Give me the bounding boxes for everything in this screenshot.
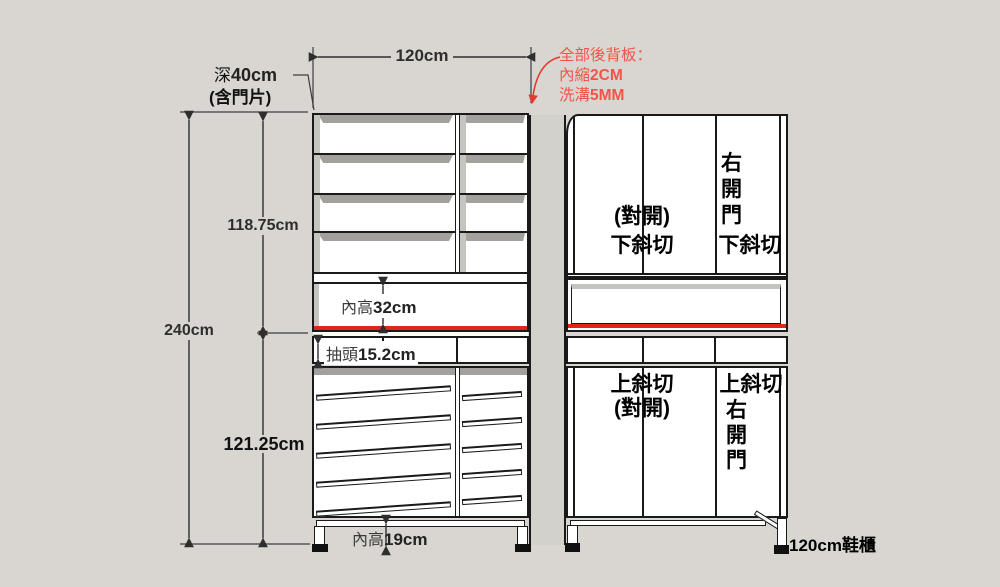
upper-double-door-label-2: 下斜切: [610, 234, 674, 257]
diagram-caption: 120cm鞋櫃: [789, 536, 876, 555]
front-open-niche: [566, 278, 788, 332]
lower-right-door-char: 開: [726, 424, 747, 447]
back-panel-note-line3: 洗溝5MM: [559, 87, 625, 104]
upper-right-door-char: 右: [721, 152, 742, 175]
tilted-shoe-shelf: [315, 414, 452, 430]
cabinet-side-panel: [529, 115, 566, 545]
upper-double-door-label-1: (對開): [614, 205, 670, 228]
lower-height-label: 121.25cm: [218, 435, 310, 453]
shelf-compartment: [314, 115, 455, 155]
center-partition: [455, 115, 460, 272]
tilted-shoe-shelf: [315, 385, 452, 401]
cabinet-leg: [314, 526, 325, 545]
countertop-shelf: [314, 272, 527, 284]
shoe-shelves-left: [315, 378, 453, 517]
drawer-height-label: 抽頭15.2cm: [324, 341, 418, 365]
upper-height-label: 118.75cm: [224, 217, 302, 235]
depth-prefix: 深: [214, 66, 231, 85]
upper-right-door-char: 門: [721, 204, 742, 227]
tilted-shoe-shelf: [461, 390, 523, 402]
upper-shelf-rows-left: [314, 115, 455, 272]
depth-label: 深40cm: [214, 61, 277, 86]
tilted-shoe-shelf: [461, 416, 523, 428]
shelf-compartment: [460, 233, 527, 272]
leg-foot: [774, 545, 789, 554]
tilted-shoe-shelf: [461, 468, 523, 480]
tilted-shoe-shelf: [315, 501, 452, 517]
lower-right-door-char: 門: [726, 449, 747, 472]
shelf-compartment: [314, 233, 455, 272]
red-highlight-line: [568, 324, 786, 328]
shelf-compartment: [460, 195, 527, 233]
drawer-divider: [456, 338, 458, 362]
door-divider: [715, 116, 717, 273]
door-divider: [642, 368, 644, 516]
cabinet-leg: [777, 518, 787, 547]
wireframe-upper-carcass: [312, 113, 529, 332]
red-highlight-line: [314, 326, 527, 330]
back-panel-note-line2: 內縮2CM: [559, 67, 623, 84]
bottom-inner-height-label: 內高19cm: [352, 530, 428, 549]
upper-shelf-rows-right: [460, 115, 527, 272]
leg-foot: [565, 543, 580, 552]
lower-right-door-label: 上斜切: [719, 373, 783, 396]
lower-top-shade: [314, 368, 527, 375]
lower-double-door-label-2: (對開): [614, 397, 670, 420]
upper-right-door-char: 開: [721, 178, 742, 201]
door-edge-line: [779, 116, 781, 273]
tilted-shoe-shelf: [461, 442, 523, 454]
door-edge-line: [779, 368, 781, 516]
back-panel-note: 全部後背板： 內縮2CM 洗溝5MM: [559, 46, 652, 106]
width-dimension-label: 120cm: [391, 47, 453, 65]
upper-inner-height-label: 內高32cm: [339, 294, 419, 318]
door-divider: [642, 116, 644, 273]
drawer-divider: [714, 338, 716, 362]
front-drawer-band: [566, 336, 788, 364]
base-rail: [316, 520, 525, 527]
tilted-shoe-shelf: [315, 472, 452, 488]
shoe-shelves-right: [461, 380, 525, 512]
shelf-compartment: [460, 115, 527, 155]
tilted-shoe-shelf: [461, 494, 523, 506]
shelf-compartment: [314, 195, 455, 233]
door-edge-line: [573, 368, 575, 516]
depth-note-label: (含門片): [209, 88, 272, 107]
door-divider: [715, 368, 717, 516]
shelf-compartment: [314, 155, 455, 195]
wireframe-lower-carcass: [312, 366, 529, 518]
lower-double-door-label-1: 上斜切: [610, 373, 674, 396]
counter-front-edge: [313, 332, 528, 336]
door-bottom-line: [568, 273, 786, 275]
depth-value: 40cm: [231, 65, 278, 85]
back-panel-note-line1: 全部後背板：: [559, 47, 653, 64]
lower-right-door-char: 右: [726, 399, 747, 422]
leg-foot: [312, 544, 328, 552]
total-height-label: 240cm: [159, 322, 219, 340]
cabinet-leg: [567, 525, 578, 545]
tilted-shoe-shelf: [315, 443, 452, 459]
niche-recess: [571, 284, 781, 324]
upper-right-door-label: 下斜切: [718, 234, 782, 257]
cabinet-leg: [517, 526, 528, 545]
front-upper-doors: [566, 114, 788, 278]
base-rail: [570, 520, 766, 526]
leg-foot: [515, 544, 531, 552]
drawer-divider: [642, 338, 644, 362]
front-lower-doors: [566, 366, 788, 518]
shelf-compartment: [460, 155, 527, 195]
center-partition: [455, 368, 460, 516]
door-edge-line: [573, 116, 575, 273]
